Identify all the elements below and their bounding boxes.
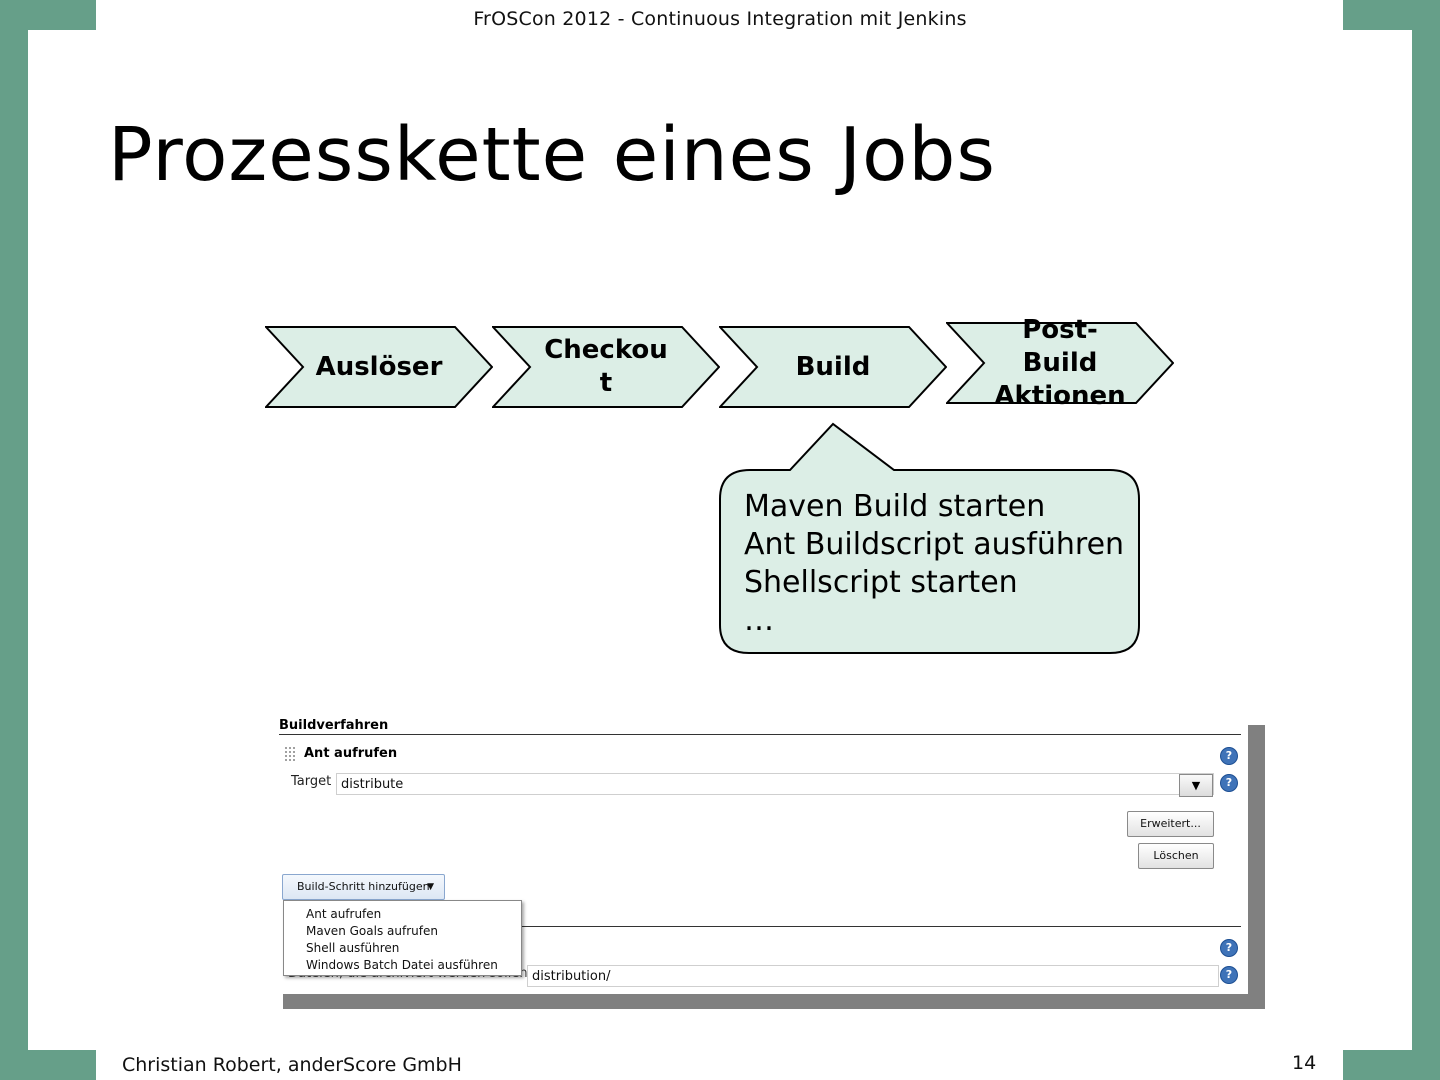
frame-right: [1412, 0, 1440, 1080]
target-label: Target: [291, 774, 332, 789]
frame-left: [0, 0, 28, 1080]
section-divider: [522, 912, 1241, 927]
chevron-shape: [265, 326, 493, 408]
slide-header: FrOSCon 2012 - Continuous Integration mi…: [473, 8, 967, 30]
add-build-step-button[interactable]: Build-Schritt hinzufügen ▼: [282, 874, 445, 900]
process-step-post-build: Post- Build Aktionen: [946, 315, 1174, 411]
section-title: Buildverfahren: [279, 718, 1241, 735]
build-callout: Maven Build starten Ant Buildscript ausf…: [718, 420, 1142, 656]
callout-item: Shellscript starten: [744, 565, 1018, 600]
process-step-build: Build: [719, 326, 947, 408]
build-step-title: Ant aufrufen: [304, 746, 398, 761]
advanced-button[interactable]: Erweitert...: [1127, 811, 1214, 837]
process-step-ausloeser: Auslöser: [265, 326, 493, 408]
callout-shape: [719, 422, 1140, 654]
menu-item-shell[interactable]: Shell ausführen: [306, 941, 400, 955]
help-icon[interactable]: ?: [1220, 939, 1238, 957]
artifacts-input[interactable]: distribution/: [527, 965, 1219, 987]
drag-handle-icon[interactable]: [284, 746, 296, 762]
frame-top-right: [1343, 0, 1412, 30]
process-step-checkout: Checkou t: [492, 326, 720, 408]
frame-bottom-left: [28, 1050, 96, 1080]
menu-item-ant[interactable]: Ant aufrufen: [306, 907, 382, 921]
delete-button[interactable]: Löschen: [1138, 843, 1214, 869]
help-icon[interactable]: ?: [1220, 747, 1238, 765]
callout-item: Maven Build starten: [744, 489, 1046, 524]
chevron-down-icon: ▼: [427, 882, 434, 892]
chevron-shape: [719, 326, 947, 408]
slide-title: Prozesskette eines Jobs: [108, 112, 996, 198]
process-step-label: Checkou t: [544, 335, 668, 398]
help-icon[interactable]: ?: [1220, 966, 1238, 984]
chevron-shape: [946, 322, 1174, 404]
footer-author: Christian Robert, anderScore GmbH: [122, 1054, 462, 1076]
frame-top-left: [28, 0, 96, 30]
target-dropdown-button[interactable]: ▼: [1179, 774, 1213, 797]
callout-list: Maven Build starten Ant Buildscript ausf…: [744, 488, 1124, 640]
callout-item: …: [744, 603, 774, 638]
process-step-label: Post- Build Aktionen: [994, 314, 1126, 411]
target-input[interactable]: distribute: [336, 773, 1214, 795]
add-step-menu: Ant aufrufen Maven Goals aufrufen Shell …: [283, 900, 522, 976]
frame-bottom-right: [1343, 1050, 1412, 1080]
help-icon[interactable]: ?: [1220, 774, 1238, 792]
page-number: 14: [1292, 1052, 1317, 1074]
process-step-label: Auslöser: [315, 351, 443, 382]
jenkins-build-config: Buildverfahren Ant aufrufen ? Target dis…: [276, 716, 1248, 994]
chevron-shape: [492, 326, 720, 408]
menu-item-windows-batch[interactable]: Windows Batch Datei ausführen: [306, 958, 498, 972]
add-build-step-label: Build-Schritt hinzufügen: [297, 880, 430, 893]
menu-item-maven[interactable]: Maven Goals aufrufen: [306, 924, 438, 938]
callout-item: Ant Buildscript ausführen: [744, 527, 1125, 562]
process-step-label: Build: [795, 351, 871, 382]
